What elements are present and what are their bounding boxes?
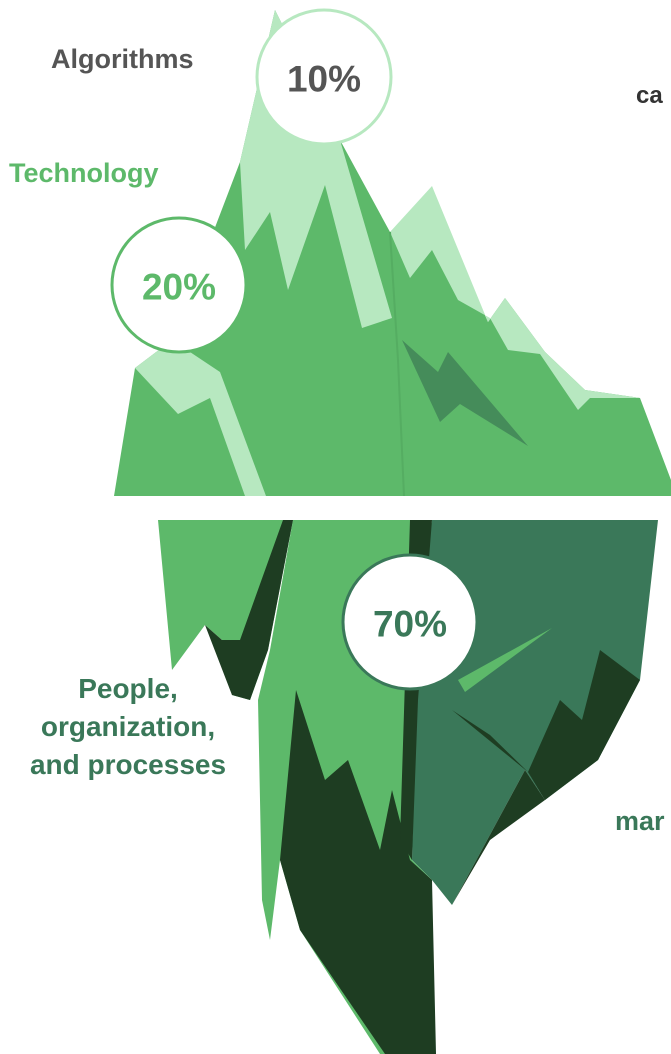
label-cut-off-top: ca: [636, 82, 663, 109]
label-people-line3: and processes: [29, 749, 227, 780]
iceberg-bottom-dark-center: [280, 690, 436, 1054]
iceberg-bottom-dark-right: [452, 650, 640, 800]
iceberg-top-highlight-right: [390, 186, 640, 410]
label-people-organization-processes: People, organization, and processes: [10, 670, 246, 784]
iceberg-top-seam: [389, 231, 405, 497]
iceberg-top-highlight-left: [135, 340, 266, 496]
label-cut-off-bottom: mar: [615, 806, 665, 836]
pct-people-text: 70%: [373, 604, 447, 645]
label-algorithms: Algorithms: [51, 44, 194, 74]
iceberg-bottom-dark-lower-right: [452, 770, 545, 905]
pct-circle-algorithms: 10%: [255, 8, 393, 146]
pct-algorithms-text: 10%: [287, 59, 361, 100]
pct-circle-people: 70%: [341, 553, 479, 691]
iceberg-top-crevice: [402, 340, 528, 446]
label-technology: Technology: [9, 158, 159, 188]
label-people-line1: People,: [78, 673, 178, 704]
iceberg-bottom-bright-shard: [458, 628, 552, 692]
iceberg-bottom-dark-left: [205, 520, 293, 700]
pct-technology-text: 20%: [142, 267, 216, 308]
pct-circle-technology: 20%: [110, 216, 248, 354]
label-people-line2: organization,: [40, 711, 216, 742]
